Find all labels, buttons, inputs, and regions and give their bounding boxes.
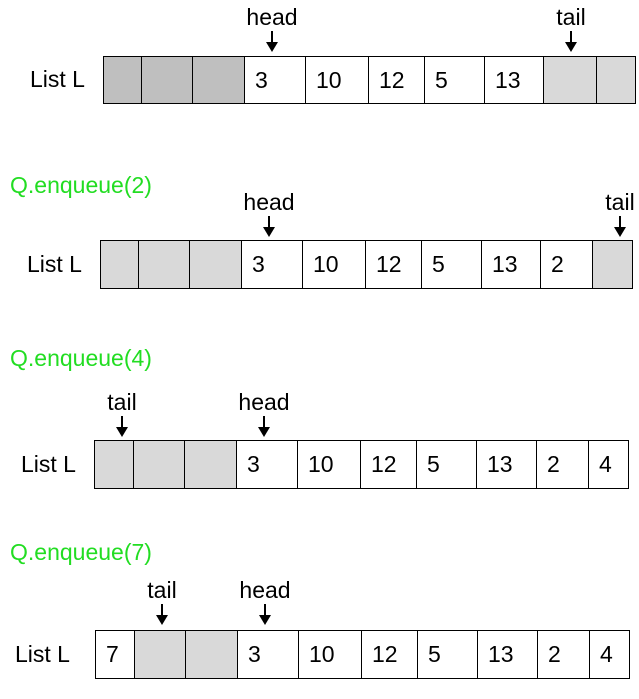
operation-title: Q.enqueue(7) — [10, 539, 152, 565]
tail-label: tail — [605, 189, 635, 215]
list-cell: 5 — [421, 240, 483, 289]
list-cell: 13 — [476, 440, 538, 489]
list-label: List L — [21, 450, 76, 477]
list-cell — [596, 56, 636, 104]
list-cell: 2 — [540, 240, 594, 289]
list-cell: 12 — [360, 440, 418, 489]
list-cell — [192, 56, 246, 104]
list-cell: 7 — [95, 630, 136, 679]
list-cell: 10 — [302, 240, 367, 289]
list-cell: 12 — [361, 630, 419, 679]
tail-pointer: tail — [127, 579, 197, 626]
list-cell: 5 — [417, 630, 479, 679]
operation-title: Q.enqueue(4) — [10, 345, 152, 371]
head-arrow-icon — [263, 216, 275, 237]
head-arrow-icon — [266, 31, 278, 52]
list-cell: 13 — [484, 56, 545, 104]
tail-arrow-icon — [116, 416, 128, 437]
list-cell: 12 — [368, 56, 426, 104]
list-cell: 10 — [305, 56, 370, 104]
list-cell: 5 — [416, 440, 478, 489]
head-label: head — [239, 577, 291, 603]
list-cell — [141, 56, 194, 104]
list-cell — [103, 56, 143, 104]
list-cell: 4 — [589, 630, 630, 679]
list-cell: 3 — [237, 630, 300, 679]
list-cell: 3 — [236, 440, 299, 489]
list-cell: 12 — [365, 240, 423, 289]
operation-title: Q.enqueue(2) — [10, 172, 152, 198]
list-cell: 10 — [298, 630, 363, 679]
list-cell: 2 — [536, 440, 590, 489]
tail-label: tail — [147, 577, 177, 603]
tail-pointer: tail — [87, 391, 157, 438]
head-arrow-icon — [258, 416, 270, 437]
list-label: List L — [27, 250, 82, 277]
list-cell: 2 — [537, 630, 591, 679]
list-label: List L — [15, 640, 70, 667]
list-cell — [543, 56, 598, 104]
tail-arrow-icon — [614, 216, 626, 237]
head-pointer: head — [234, 191, 304, 238]
tail-label: tail — [107, 389, 137, 415]
head-label: head — [238, 389, 290, 415]
list-cell: 3 — [241, 240, 304, 289]
head-pointer: head — [229, 391, 299, 438]
head-pointer: head — [237, 6, 307, 53]
list-cell: 13 — [481, 240, 542, 289]
list-cell — [134, 630, 187, 679]
tail-pointer: tail — [585, 191, 639, 238]
list-cell — [133, 440, 186, 489]
list-cell: 10 — [297, 440, 362, 489]
list-cell — [138, 240, 191, 289]
tail-arrow-icon — [565, 31, 577, 52]
head-label: head — [246, 4, 298, 30]
list-label: List L — [30, 66, 85, 92]
tail-arrow-icon — [156, 604, 168, 625]
head-pointer: head — [230, 579, 300, 626]
list-cell: 5 — [424, 56, 486, 104]
list-cell — [185, 630, 239, 679]
tail-label: tail — [556, 4, 586, 30]
list-cell — [592, 240, 633, 289]
list-cell: 3 — [244, 56, 307, 104]
list-cell — [100, 240, 140, 289]
head-arrow-icon — [259, 604, 271, 625]
list-cell: 4 — [588, 440, 629, 489]
head-label: head — [243, 189, 295, 215]
list-cell — [189, 240, 243, 289]
list-cell — [94, 440, 135, 489]
tail-pointer: tail — [536, 6, 606, 53]
list-cell: 13 — [477, 630, 539, 679]
list-cell — [184, 440, 238, 489]
